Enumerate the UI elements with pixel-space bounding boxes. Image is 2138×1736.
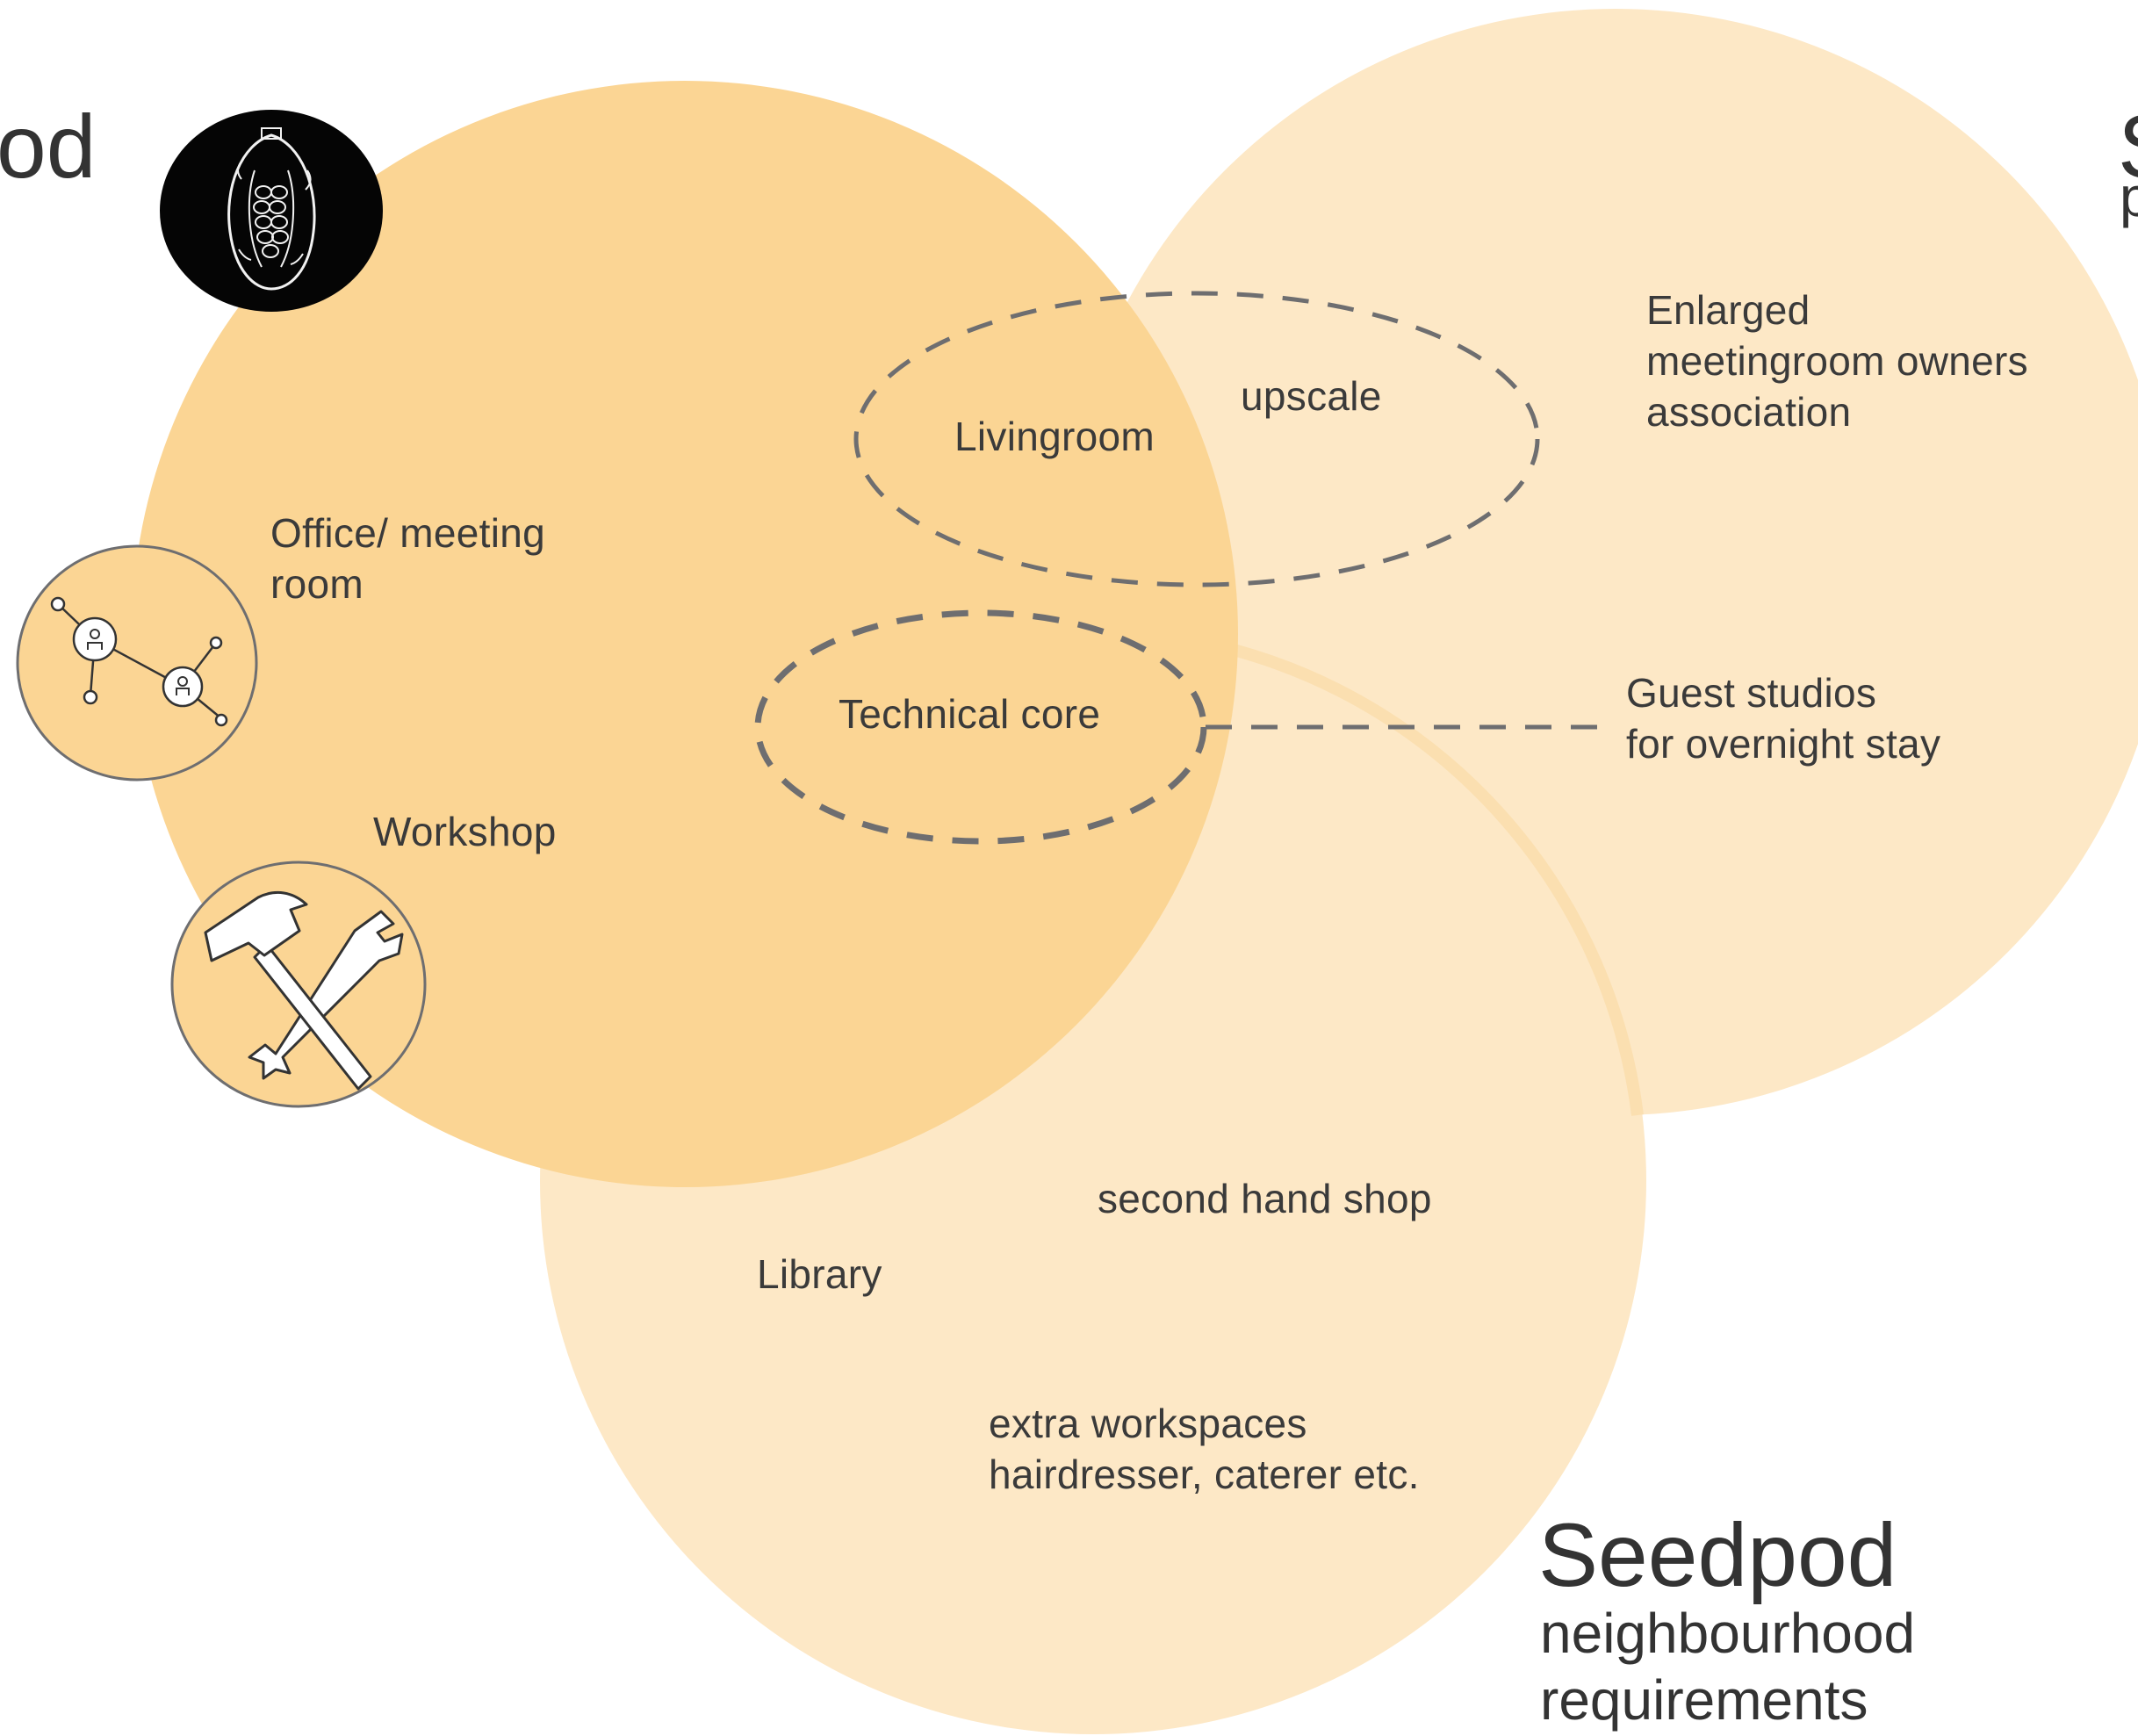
guest-line-1: Guest studios bbox=[1626, 670, 1877, 716]
guest-line-2: for overnight stay bbox=[1626, 721, 1941, 767]
enlarged-meetingroom-label: Enlarged meetingroom owners association bbox=[1646, 285, 2028, 437]
seedpod-neighbourhood-title: Seedpod bbox=[1538, 1505, 1897, 1605]
pod-circle bbox=[132, 81, 1238, 1187]
upper-right-circle bbox=[1062, 9, 2138, 1115]
seedpod-neighbourhood-subtitle: neighbourhood requirements bbox=[1540, 1600, 1915, 1733]
extra-line-2: hairdresser, caterer etc. bbox=[989, 1451, 1420, 1497]
extra-line-1: extra workspaces bbox=[989, 1401, 1307, 1446]
workshop-label: Workshop bbox=[373, 809, 557, 854]
subtitle-line-2: requirements bbox=[1540, 1668, 1868, 1732]
tools-icon bbox=[170, 861, 427, 1108]
upscale-label: upscale bbox=[1241, 373, 1382, 419]
enlarged-line-3: association bbox=[1646, 389, 1852, 435]
subtitle-line-1: neighbourhood bbox=[1540, 1602, 1916, 1665]
enlarged-line-1: Enlarged bbox=[1646, 287, 1810, 333]
guest-studios-label: Guest studios for overnight stay bbox=[1626, 667, 1940, 769]
network-icon bbox=[16, 544, 258, 782]
office-meeting-room-label: Office/ meeting room bbox=[270, 508, 545, 609]
upper-right-title-fragment: S bbox=[2118, 98, 2138, 195]
pod-title-fragment: od bbox=[0, 97, 97, 197]
technical-core-ellipse bbox=[754, 609, 1207, 845]
second-hand-shop-label: second hand shop bbox=[1098, 1176, 1432, 1221]
office-label-line-2: room bbox=[270, 561, 364, 607]
office-label-line-1: Office/ meeting bbox=[270, 510, 546, 556]
upper-right-subtitle-fragment: p bbox=[2120, 165, 2138, 228]
neighbourhood-circle-edge bbox=[1232, 644, 1644, 1116]
extra-workspaces-label: extra workspaces hairdresser, caterer et… bbox=[989, 1398, 1420, 1500]
livingroom-upscale-ellipse bbox=[853, 291, 1540, 587]
enlarged-line-2: meetingroom owners bbox=[1646, 338, 2028, 384]
livingroom-label: Livingroom bbox=[954, 414, 1155, 459]
seedpod-icon bbox=[158, 109, 385, 313]
technical-core-label: Technical core bbox=[839, 691, 1101, 737]
library-label: Library bbox=[757, 1251, 882, 1297]
